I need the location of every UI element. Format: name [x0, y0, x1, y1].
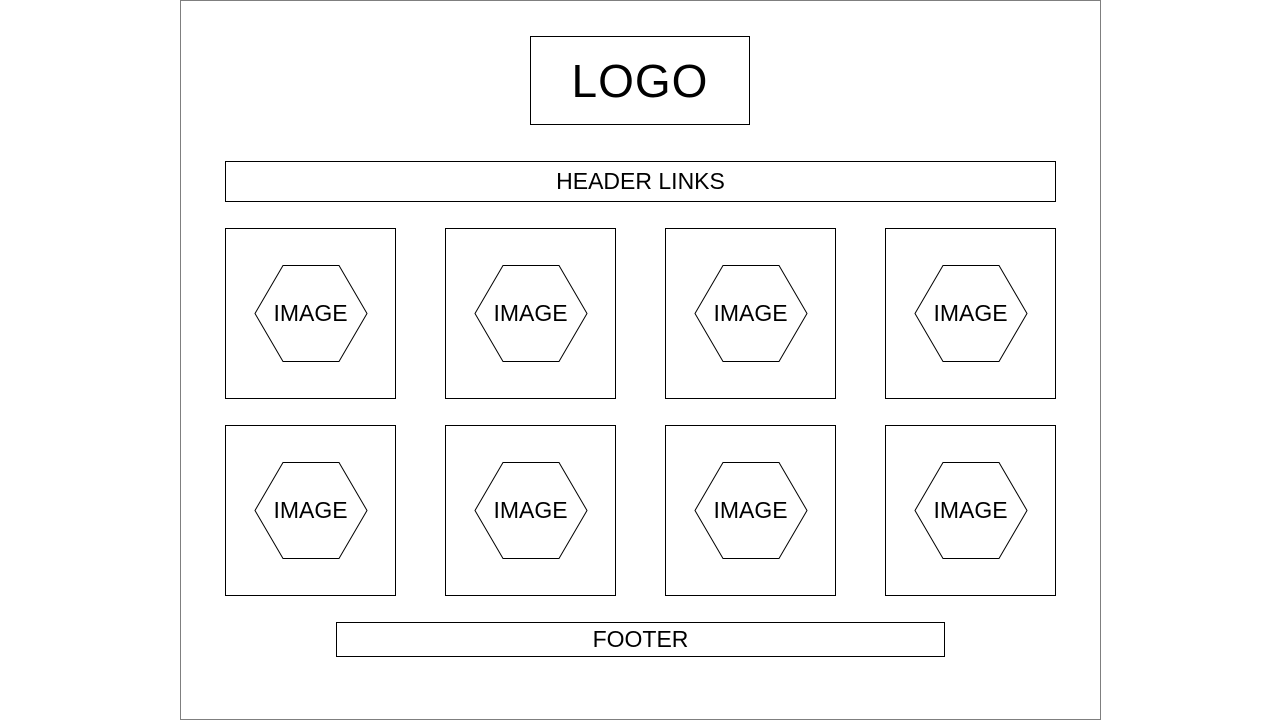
image-tile[interactable]: IMAGE: [225, 228, 396, 399]
image-tile[interactable]: IMAGE: [665, 425, 836, 596]
hexagon-icon: [694, 462, 808, 559]
hexagon-icon: [254, 265, 368, 362]
image-label: IMAGE: [933, 497, 1008, 523]
image-tile[interactable]: IMAGE: [665, 228, 836, 399]
logo-label: LOGO: [571, 54, 709, 107]
image-tile[interactable]: IMAGE: [225, 425, 396, 596]
image-label: IMAGE: [933, 300, 1008, 326]
hexagon-icon: [474, 462, 588, 559]
hexagon-icon: [914, 265, 1028, 362]
hexagon-icon: [254, 462, 368, 559]
hexagon-icon: [474, 265, 588, 362]
image-label: IMAGE: [273, 300, 348, 326]
hexagon-icon: [914, 462, 1028, 559]
header-links-bar[interactable]: HEADER LINKS: [225, 161, 1056, 202]
image-tile[interactable]: IMAGE: [445, 228, 616, 399]
header-links-label: HEADER LINKS: [556, 168, 725, 194]
image-tile[interactable]: IMAGE: [885, 425, 1056, 596]
image-tile[interactable]: IMAGE: [885, 228, 1056, 399]
image-label: IMAGE: [713, 497, 788, 523]
footer-label: FOOTER: [592, 626, 689, 652]
logo-placeholder[interactable]: LOGO: [530, 36, 750, 125]
footer-bar[interactable]: FOOTER: [336, 622, 945, 657]
image-label: IMAGE: [493, 497, 568, 523]
image-tile[interactable]: IMAGE: [445, 425, 616, 596]
image-label: IMAGE: [493, 300, 568, 326]
image-label: IMAGE: [273, 497, 348, 523]
image-label: IMAGE: [713, 300, 788, 326]
hexagon-icon: [694, 265, 808, 362]
